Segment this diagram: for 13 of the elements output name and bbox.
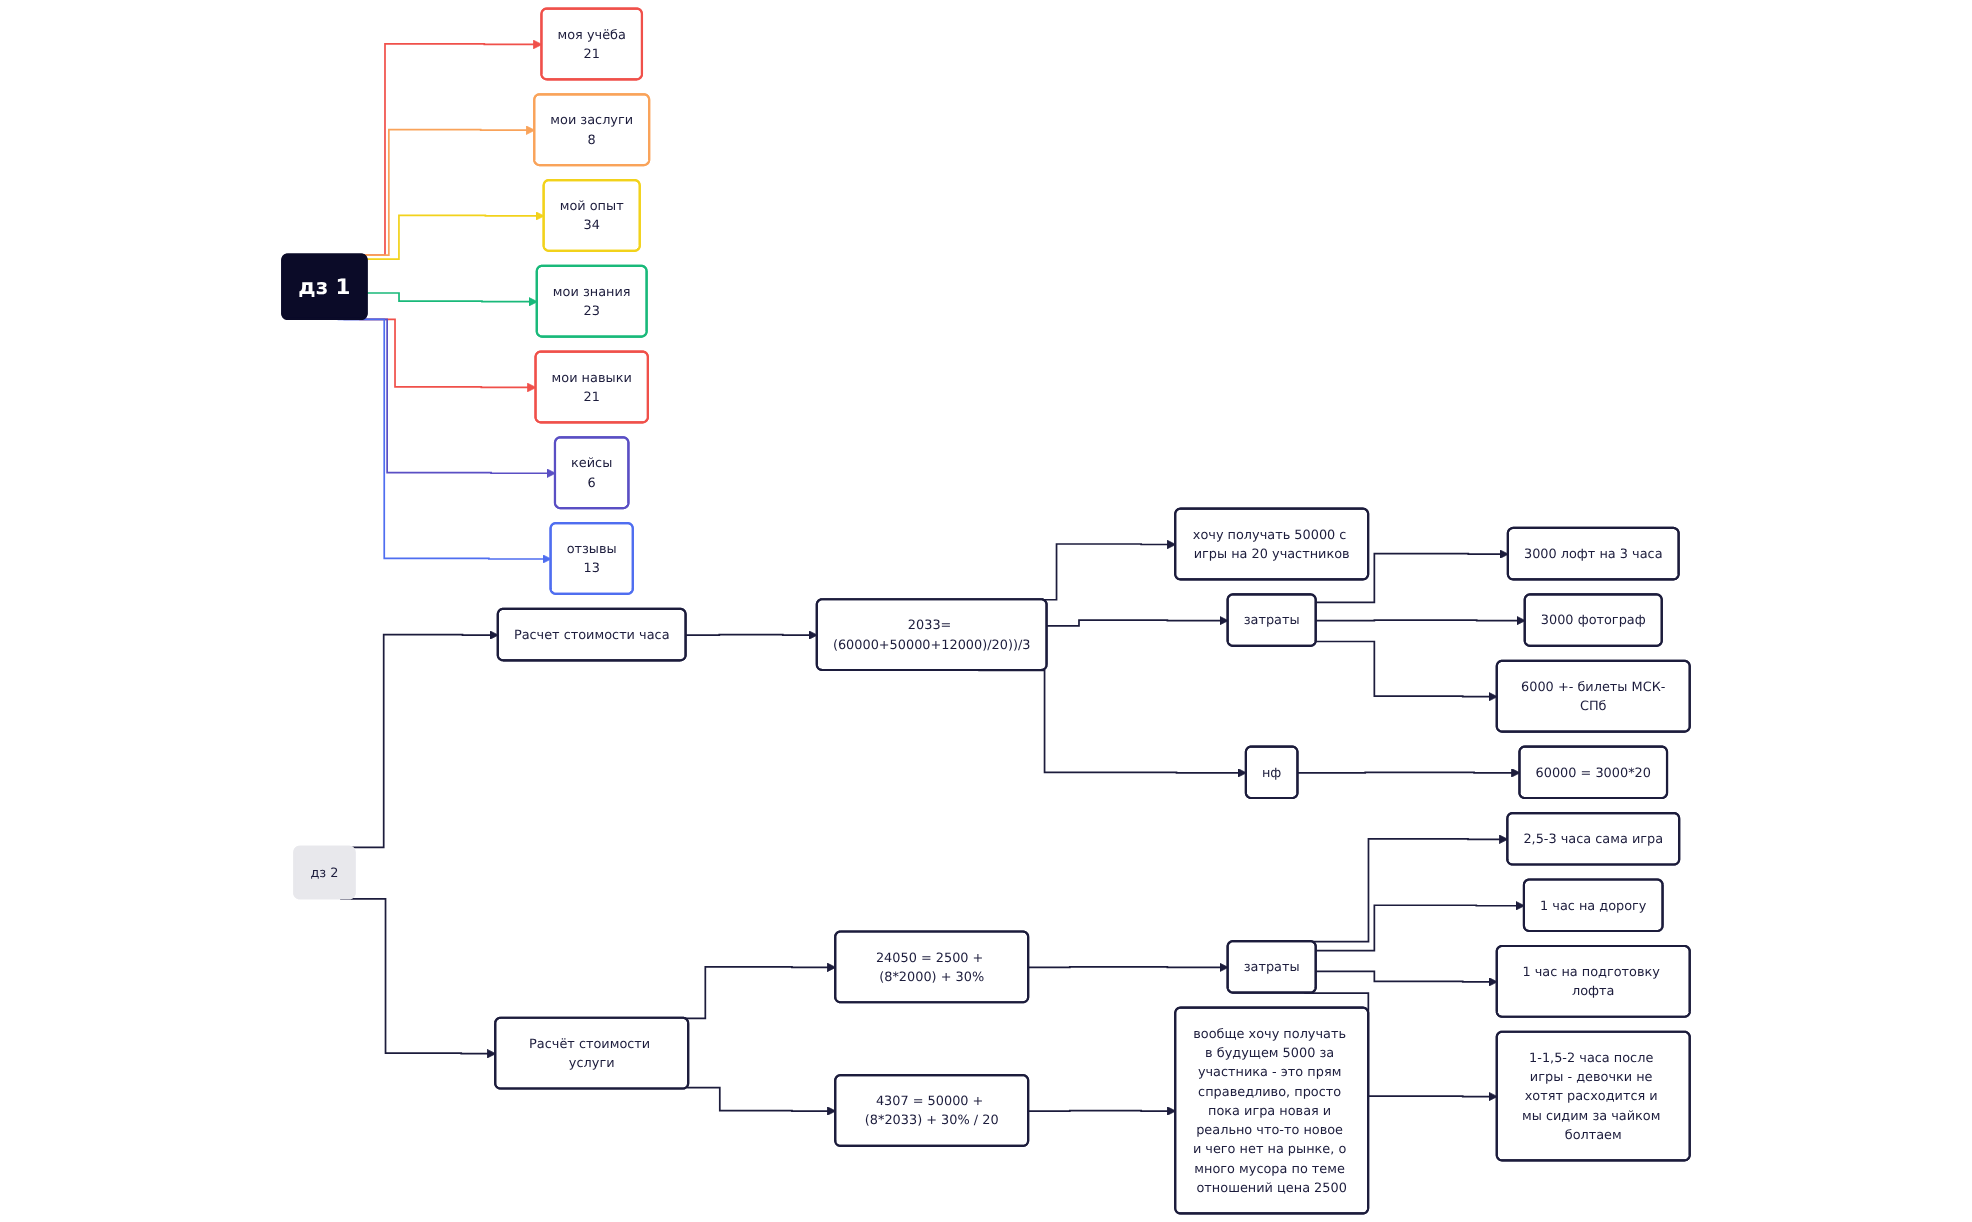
arrow (366, 292, 538, 307)
arrow (1027, 962, 1229, 973)
arrow (1315, 549, 1509, 604)
arrow (1315, 970, 1498, 987)
arrow (1315, 615, 1526, 626)
arrow (366, 211, 545, 261)
arrow (1046, 615, 1229, 627)
arrow (686, 1086, 837, 1116)
arrow (1297, 768, 1521, 778)
arrow (685, 630, 818, 640)
arrow (1315, 901, 1525, 952)
arrow (1027, 1106, 1177, 1116)
arrow (1315, 640, 1498, 702)
